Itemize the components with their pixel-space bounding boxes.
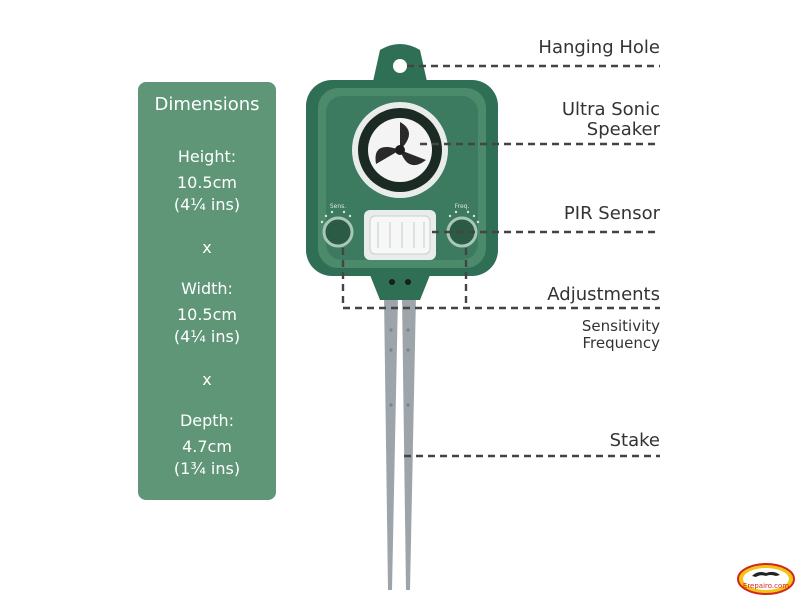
width-in: (4¼ ins): [173, 327, 241, 346]
leader-lines: [341, 64, 660, 458]
height-label: Height:: [177, 147, 237, 166]
depth-cm: 4.7cm: [182, 437, 232, 456]
stake-left-prong: [384, 296, 398, 590]
mount-screw-right: [405, 279, 411, 285]
hanging-hole: [393, 59, 407, 73]
logo-badge-icon: [737, 563, 795, 595]
width-label: Width:: [181, 279, 233, 298]
depth-label: Depth:: [179, 411, 235, 430]
width-cm: 10.5cm: [176, 305, 237, 324]
stake-right-prong: [402, 296, 416, 590]
callout-adjustments: Adjustments: [547, 284, 660, 305]
depth-in: (1¾ ins): [173, 459, 241, 478]
watermark-text: Erepairo.com: [742, 582, 790, 590]
separator-x-2: x: [202, 370, 212, 389]
speaker-center: [395, 145, 405, 155]
callout-sensitivity: Sensitivity: [581, 317, 660, 335]
height-in: (4¼ ins): [173, 195, 241, 214]
callout-hanging-hole: Hanging Hole: [538, 37, 660, 58]
speaker-blades: [375, 122, 426, 166]
dimensions-title: Dimensions: [154, 94, 260, 115]
knob-scale-dots: [320, 210, 480, 224]
watermark-logo: Erepairo.com: [736, 562, 796, 596]
freq-label: Freq.: [455, 203, 470, 210]
callout-speaker-line1: Ultra Sonic: [561, 99, 660, 120]
height-cm: 10.5cm: [176, 173, 237, 192]
mount-screw-left: [389, 279, 395, 285]
dimensions-panel: Dimensions Height: 10.5cm (4¼ ins) x Wid…: [138, 82, 276, 500]
leader-adjustments: [341, 248, 660, 310]
bottom-mount: [368, 270, 432, 300]
callout-frequency: Frequency: [582, 334, 661, 352]
callout-speaker-line2: Speaker: [586, 119, 660, 140]
callout-pir-sensor: PIR Sensor: [563, 203, 660, 224]
callout-stake: Stake: [609, 430, 660, 451]
sens-label: Sens.: [330, 203, 346, 210]
pir-lens-ridges: [377, 222, 425, 248]
separator-x-1: x: [202, 238, 212, 257]
sensitivity-knob: [322, 216, 354, 248]
stake-holes: [389, 328, 410, 407]
